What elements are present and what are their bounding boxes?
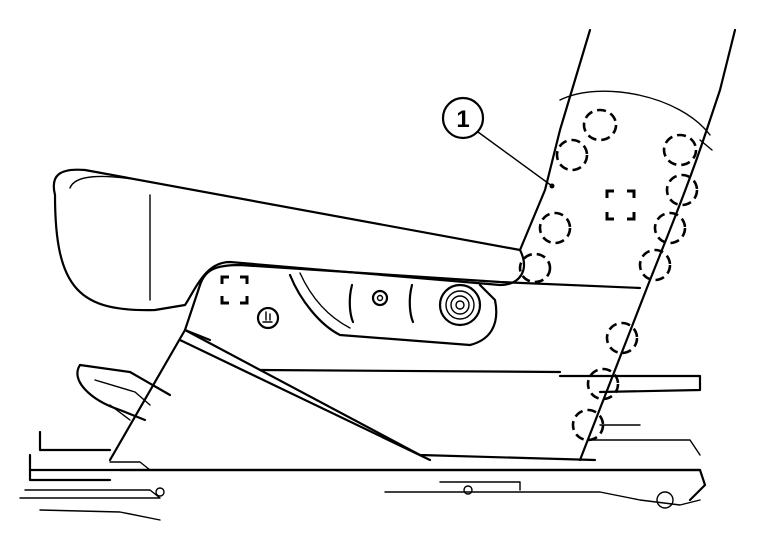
- callout-number: 1: [456, 106, 469, 133]
- clip-location-markers: [220, 189, 636, 305]
- corner-bracket-marker-right: [605, 189, 636, 221]
- corner-bracket-marker-left: [220, 275, 249, 305]
- control-lever-1: [348, 283, 355, 324]
- dashed-clip-circles: [518, 108, 699, 442]
- seat-frame: [76, 328, 702, 462]
- seat-cushion: [52, 168, 526, 312]
- seatback: [518, 28, 737, 462]
- control-knob: [371, 289, 389, 307]
- control-lever-2: [408, 283, 415, 324]
- seat-controls: [256, 283, 482, 330]
- callout-1: 1: [441, 96, 555, 189]
- side-trim-panel: [183, 263, 642, 462]
- seat-heat-icon: [256, 306, 280, 330]
- seat-base-rails: [19, 424, 707, 521]
- recline-knob: [438, 283, 482, 327]
